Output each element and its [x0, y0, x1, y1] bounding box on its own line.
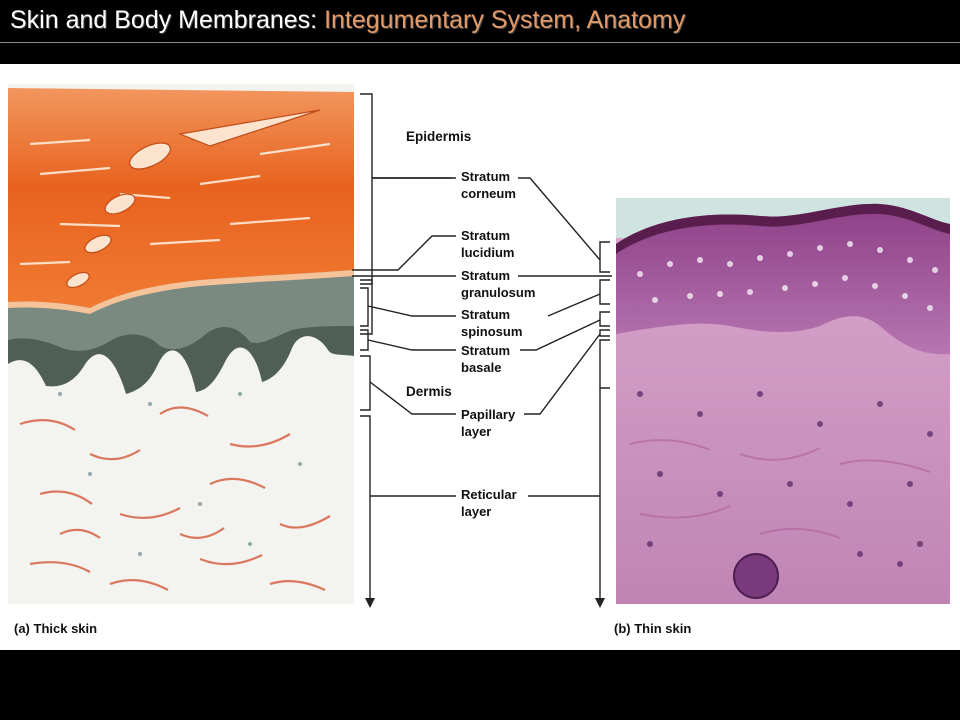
slide-title-bar: Skin and Body Membranes: Integumentary S…	[0, 0, 960, 43]
slide-title: Skin and Body Membranes: Integumentary S…	[10, 6, 685, 35]
thick-corneum-streaks	[19, 138, 331, 266]
leader-spinosum-right	[547, 293, 601, 317]
skin-diagram: Epidermis Dermis Stratum corneum Stratum…	[8, 84, 950, 636]
label-stratum-basale-1: Stratum	[461, 343, 510, 358]
leader-papillary-right	[524, 333, 601, 415]
label-stratum-granulosum-1: Stratum	[461, 268, 510, 283]
thick-sweat-duct	[66, 109, 321, 289]
bracket-thick-basale	[360, 329, 369, 351]
leader-spinosum-left	[367, 305, 456, 317]
bracket-thin-granulosum	[599, 279, 610, 305]
label-epidermis: Epidermis	[406, 129, 471, 144]
label-papillary-layer-1: Papillary	[461, 407, 516, 422]
label-reticular-layer-1: Reticular	[461, 487, 517, 502]
label-stratum-spinosum-2: spinosum	[461, 324, 522, 339]
thin-epidermis	[616, 203, 950, 355]
caption-thin-skin: (b) Thin skin	[614, 621, 691, 636]
bracket-thick-papillary	[360, 355, 371, 411]
thick-dermis-fibers	[19, 406, 331, 591]
thin-hair-follicle	[733, 553, 779, 599]
arrow-thick-bottom	[365, 598, 375, 608]
label-stratum-corneum-2: corneum	[461, 186, 516, 201]
thin-epidermis-nuclei	[637, 241, 938, 311]
bracket-thin-papillary	[599, 339, 610, 389]
thick-dermis-nuclei	[58, 392, 302, 556]
bracket-thick-reticular	[360, 415, 371, 604]
leader-basale-right	[520, 319, 601, 351]
thick-stratum-lucidum	[8, 270, 354, 314]
leader-lucidium	[352, 235, 456, 271]
caption-thick-skin: (a) Thick skin	[14, 621, 97, 636]
leader-papillary-left	[369, 381, 456, 415]
thin-dermis-fibers	[629, 439, 931, 539]
thin-skin-micrograph	[616, 198, 950, 604]
bracket-thin-basale	[599, 329, 610, 337]
label-stratum-corneum-1: Stratum	[461, 169, 510, 184]
leader-corneum-right	[518, 177, 601, 261]
label-stratum-basale-2: basale	[461, 360, 501, 375]
bracket-thin-corneum	[599, 241, 610, 273]
label-stratum-spinosum-1: Stratum	[461, 307, 510, 322]
arrowheads	[365, 598, 605, 608]
leader-basale-left	[367, 339, 456, 351]
label-stratum-granulosum-2: granulosum	[461, 285, 535, 300]
bracket-thin-spinosum	[599, 311, 610, 327]
thin-stratum-corneum	[616, 203, 950, 254]
slide-title-accent: Integumentary System, Anatomy	[324, 6, 686, 34]
bracket-thick-granulosum	[360, 279, 373, 285]
label-papillary-layer-2: layer	[461, 424, 491, 439]
label-dermis: Dermis	[406, 384, 452, 399]
skin-figure-panel: Epidermis Dermis Stratum corneum Stratum…	[0, 64, 960, 650]
label-reticular-layer-2: layer	[461, 504, 491, 519]
thick-skin-micrograph	[8, 84, 354, 604]
annotation-lines	[352, 93, 612, 604]
bracket-thick-epidermis	[360, 93, 373, 335]
label-stratum-lucidium-1: Stratum	[461, 228, 510, 243]
label-stratum-lucidium-2: lucidium	[461, 245, 514, 260]
arrow-thin-bottom	[595, 598, 605, 608]
thin-dermis-cells	[637, 391, 933, 567]
slide-title-main: Skin and Body Membranes:	[10, 6, 325, 34]
bracket-thick-spinosum	[360, 287, 369, 327]
diagram-labels: Epidermis Dermis Stratum corneum Stratum…	[14, 129, 691, 636]
